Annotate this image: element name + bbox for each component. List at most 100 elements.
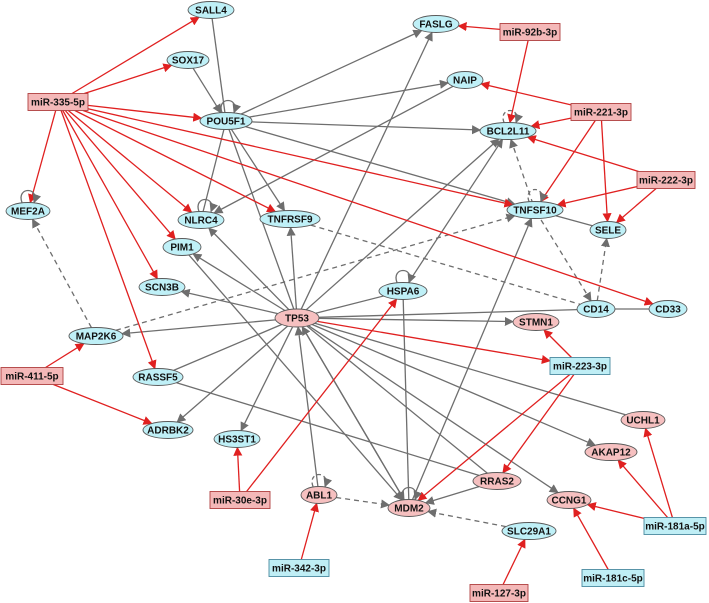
- tnfrsf9-shape: [259, 210, 321, 228]
- gene-node-pou5f1[interactable]: POU5F1: [199, 112, 253, 130]
- mef2a-shape: [5, 202, 51, 220]
- self-loop-pou5f1: [220, 99, 242, 114]
- self-loop-nlrc4: [197, 198, 219, 213]
- edge-pou5f1-bcl2l11: [251, 121, 482, 135]
- mir222-shape: [636, 171, 696, 189]
- gene-node-map2k6[interactable]: MAP2K6: [68, 327, 124, 345]
- sele-shape: [589, 221, 627, 239]
- mirna-node-mir222[interactable]: miR-222-3p: [636, 171, 696, 189]
- edge-tp53-abl1: [294, 326, 319, 487]
- regulation-edge-mir221-bcl2l11: [530, 117, 572, 130]
- gene-node-mdm2[interactable]: MDM2: [387, 499, 431, 517]
- gene-node-sele[interactable]: SELE: [589, 221, 627, 239]
- mir181a-label: miR-181a-5p: [645, 522, 704, 533]
- gene-node-ccng1[interactable]: CCNG1: [546, 491, 592, 509]
- self-loop-tnfsf10: [527, 188, 549, 203]
- edge-slc29a1-mdm2: [427, 508, 507, 528]
- pou5f1-label: POU5F1: [207, 117, 246, 128]
- cd14-label: CD14: [583, 305, 609, 316]
- gene-node-pim1[interactable]: PIM1: [162, 238, 202, 256]
- regulation-edge-mir335-nlrc4: [67, 109, 193, 213]
- gene-node-hs3st1[interactable]: HS3ST1: [213, 430, 261, 448]
- gene-node-rassf5[interactable]: RASSF5: [132, 368, 184, 386]
- mir223-label: miR-223-3p: [553, 362, 607, 373]
- mir221-shape: [570, 103, 632, 121]
- rras2-label: RRAS2: [480, 477, 514, 488]
- gene-node-tnfrsf9[interactable]: TNFRSF9: [259, 210, 321, 228]
- mirna-node-mir181c[interactable]: miR-181c-5p: [581, 569, 645, 587]
- gene-node-tnfsf10[interactable]: TNFSF10: [506, 201, 564, 219]
- gene-node-akap12[interactable]: AKAP12: [584, 443, 638, 461]
- gene-node-sall4[interactable]: SALL4: [187, 1, 235, 19]
- edge-tp53-ccng1: [308, 325, 559, 494]
- gene-node-adrbk2[interactable]: ADRBK2: [142, 421, 194, 439]
- edge-rassf5-rras2: [176, 382, 480, 477]
- sele-label: SELE: [595, 226, 621, 237]
- gene-node-scn3b[interactable]: SCN3B: [138, 278, 186, 296]
- ccng1-shape: [546, 491, 592, 509]
- edge-hspa6-bcl2l11: [407, 138, 504, 284]
- gene-node-cd33[interactable]: CD33: [648, 300, 688, 318]
- self-loop-mdm2: [401, 486, 423, 501]
- gene-node-slc29a1[interactable]: SLC29A1: [501, 522, 557, 540]
- mir335-shape: [27, 93, 89, 111]
- edge-tnfrsf9-cd14: [310, 224, 581, 305]
- edge-hspa6-mdm2: [402, 299, 410, 500]
- hs3st1-shape: [213, 430, 261, 448]
- mirna-node-mir221[interactable]: miR-221-3p: [570, 103, 632, 121]
- mir181c-label: miR-181c-5p: [583, 574, 642, 585]
- edge-tp53-adrbk2: [176, 325, 289, 423]
- self-loop-bcl2l11: [502, 109, 524, 124]
- akap12-shape: [584, 443, 638, 461]
- rras2-shape: [472, 472, 522, 490]
- rassf5-shape: [132, 368, 184, 386]
- adrbk2-label: ADRBK2: [147, 426, 189, 437]
- stmn1-shape: [512, 313, 560, 331]
- mirna-node-mir223[interactable]: miR-223-3p: [549, 357, 611, 375]
- gene-node-bcl2l11[interactable]: BCL2L11: [479, 122, 537, 140]
- bcl2l11-label: BCL2L11: [487, 127, 530, 138]
- scn3b-shape: [138, 278, 186, 296]
- mirna-node-mir181a[interactable]: miR-181a-5p: [643, 517, 707, 535]
- mirna-node-mir335[interactable]: miR-335-5p: [27, 93, 89, 111]
- regulation-edge-mir335-scn3b: [62, 110, 158, 280]
- edge-tp53-bcl2l11: [305, 138, 500, 311]
- gene-node-naip[interactable]: NAIP: [446, 71, 484, 89]
- gene-node-abl1[interactable]: ABL1: [300, 486, 338, 504]
- mef2a-label: MEF2A: [11, 207, 45, 218]
- mir127-label: miR-127-3p: [472, 589, 526, 600]
- mirna-node-mir127[interactable]: miR-127-3p: [469, 584, 529, 602]
- mir92b-shape: [499, 23, 561, 41]
- map2k6-shape: [68, 327, 124, 345]
- gene-node-rras2[interactable]: RRAS2: [472, 472, 522, 490]
- rassf5-label: RASSF5: [138, 373, 178, 384]
- edge-tp53-rras2: [306, 325, 488, 474]
- naip-shape: [446, 71, 484, 89]
- mirna-node-mir342[interactable]: miR-342-3p: [268, 559, 330, 577]
- gene-node-nlrc4[interactable]: NLRC4: [177, 211, 225, 229]
- regulation-edge-tp53-mir223: [317, 320, 551, 365]
- gene-node-fasl[interactable]: FASLG: [412, 15, 460, 33]
- gene-node-cd14[interactable]: CD14: [576, 300, 616, 318]
- tnfsf10-label: TNFSF10: [513, 206, 557, 217]
- adrbk2-shape: [142, 421, 194, 439]
- regulation-edge-mir335-sall4: [71, 16, 200, 95]
- gene-node-hspa6[interactable]: HSPA6: [378, 282, 428, 300]
- edge-tp53-fasl: [300, 31, 433, 310]
- mirna-node-mir30e[interactable]: miR-30e-3p: [209, 491, 271, 509]
- gene-node-tp53[interactable]: TP53: [274, 308, 320, 328]
- regulation-edge-mir127-slc29a1: [502, 538, 526, 585]
- regulation-edge-mir222-tnfsf10: [556, 185, 638, 208]
- mirna-node-mir92b[interactable]: miR-92b-3p: [499, 23, 561, 41]
- mirna-node-mir411[interactable]: miR-411-5p: [0, 367, 64, 385]
- gene-node-stmn1[interactable]: STMN1: [512, 313, 560, 331]
- regulation-edge-mir335-tnfrsf9: [74, 109, 277, 213]
- gene-node-sox17[interactable]: SOX17: [166, 51, 210, 69]
- gene-node-uchl1[interactable]: UCHL1: [620, 411, 666, 429]
- edge-mdm2-tp53: [301, 325, 405, 501]
- tp53-shape: [274, 308, 320, 328]
- regulation-edge-mir335-sox17: [84, 63, 173, 95]
- regulation-edge-mir221-naip: [480, 81, 572, 106]
- regulation-edge-mir411-map2k6: [45, 343, 85, 369]
- gene-node-mef2a[interactable]: MEF2A: [5, 202, 51, 220]
